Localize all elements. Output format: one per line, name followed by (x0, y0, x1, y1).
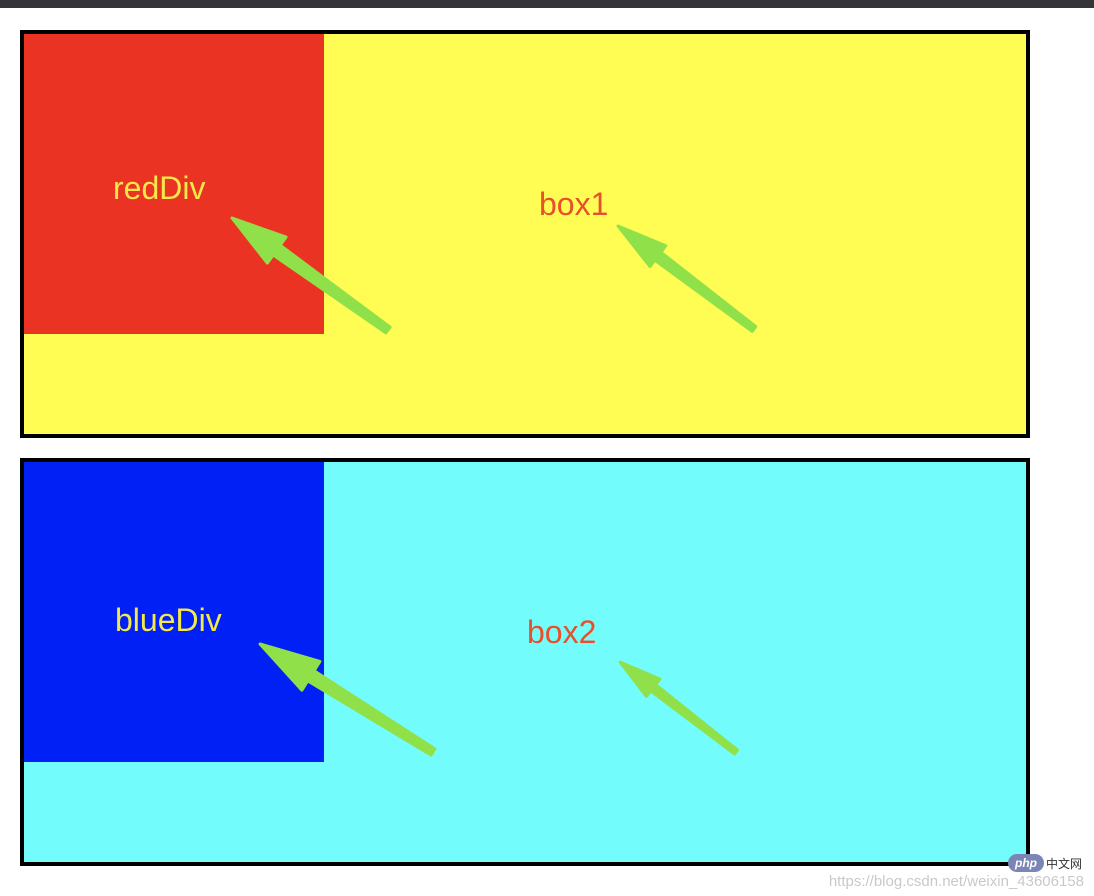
box1-container: redDiv box1 (20, 30, 1030, 438)
php-logo-badge: php (1007, 854, 1044, 872)
box2-container: blueDiv box2 (20, 458, 1030, 866)
box1-label: box1 (539, 186, 609, 222)
window-top-bar (0, 0, 1094, 8)
watermark-url: https://blog.csdn.net/weixin_43606158 (828, 873, 1084, 890)
blue-div: blueDiv (24, 462, 324, 762)
php-logo-site: 中文网 (1045, 856, 1082, 871)
red-div: redDiv (24, 34, 324, 334)
blue-div-label: blueDiv (115, 602, 222, 638)
box2-label: box2 (527, 614, 597, 650)
red-div-label: redDiv (113, 170, 206, 206)
